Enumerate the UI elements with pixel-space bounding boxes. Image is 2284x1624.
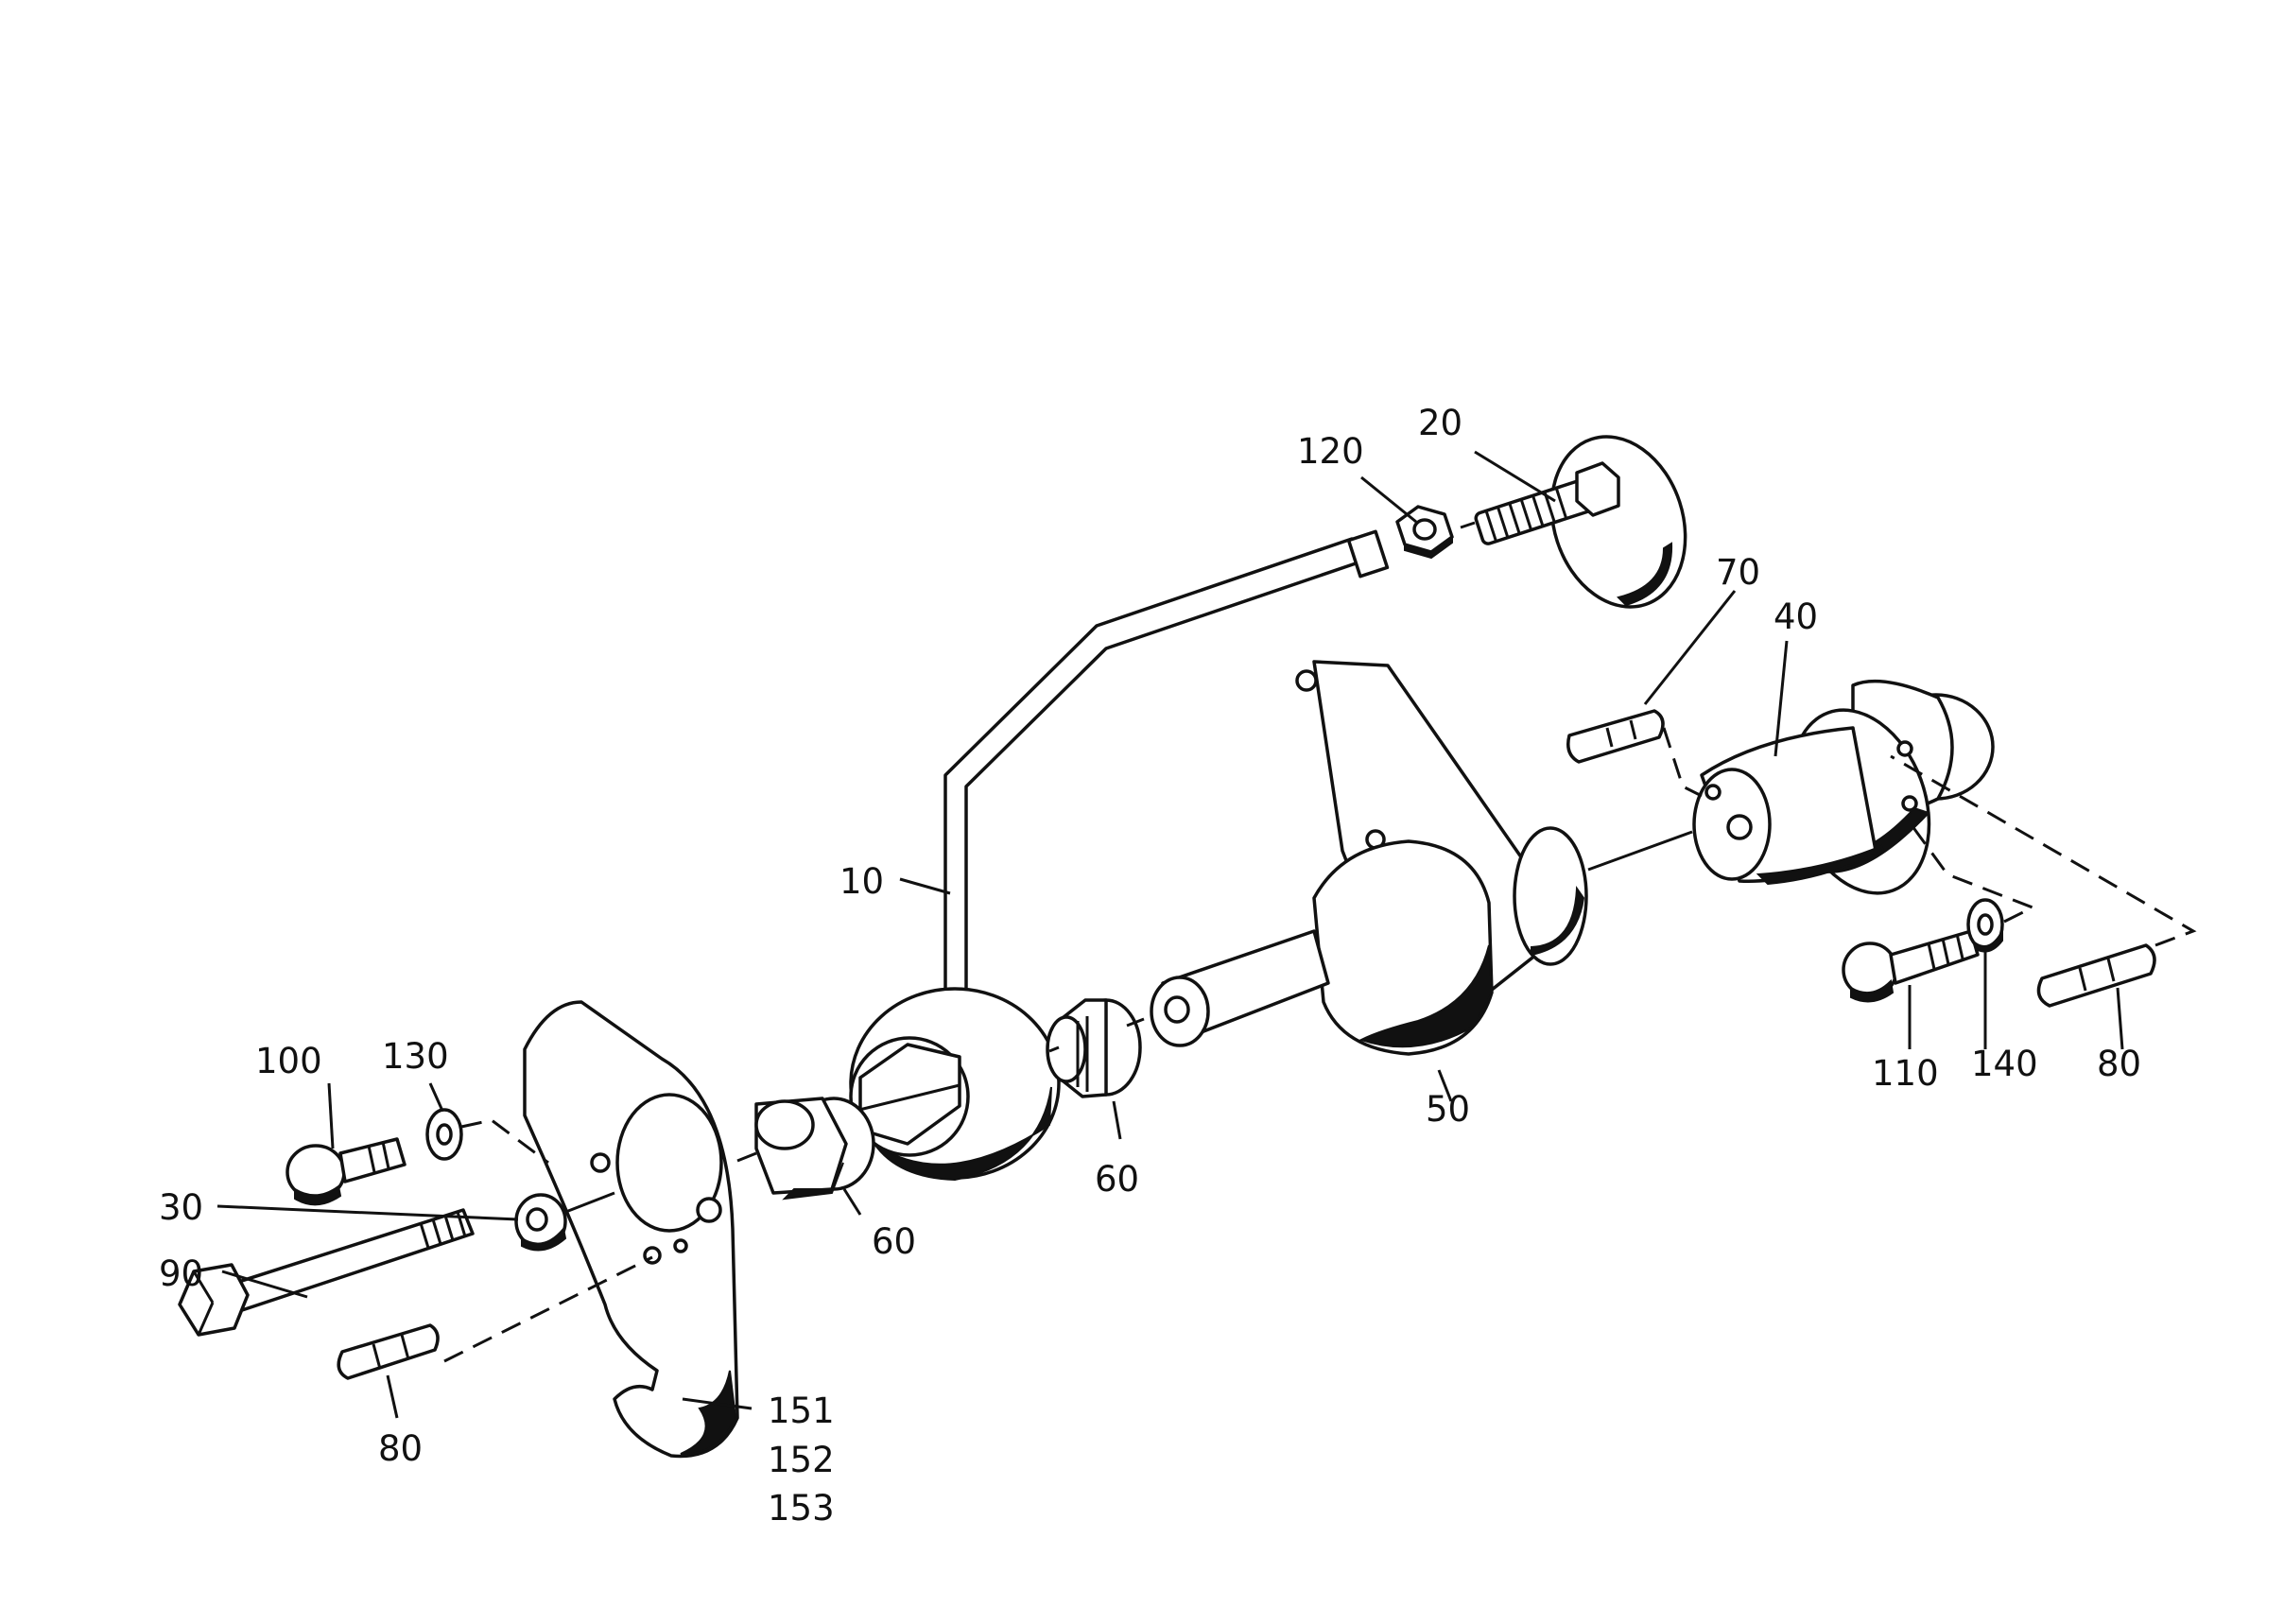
part-70-pin — [1566, 709, 1665, 764]
callout-152: 152 — [768, 1440, 835, 1480]
part-90-bolt — [178, 1208, 475, 1337]
part-80-pin-left — [337, 1323, 440, 1380]
callout-30: 30 — [159, 1187, 203, 1228]
part-30-washer — [514, 1193, 567, 1252]
part-100-screw — [286, 1137, 407, 1206]
part-140-washer — [1966, 898, 2004, 953]
callout-50: 50 — [1426, 1089, 1470, 1130]
part-60-sleeve-right — [1046, 998, 1142, 1098]
callout-130: 130 — [382, 1036, 449, 1077]
part-40-bushing — [1692, 679, 1995, 895]
assembly-lines — [443, 521, 2197, 1363]
callout-90: 90 — [159, 1253, 203, 1294]
callout-120: 120 — [1297, 431, 1364, 472]
part-110-screw — [1842, 929, 1980, 1003]
callout-153: 153 — [768, 1488, 835, 1529]
callout-110: 110 — [1872, 1053, 1939, 1094]
callout-60b: 60 — [872, 1221, 916, 1262]
part-151-plate — [523, 1000, 739, 1459]
callout-80-left: 80 — [378, 1428, 423, 1469]
part-10-lever — [849, 529, 1390, 1182]
callout-151: 151 — [768, 1391, 835, 1431]
part-130-washer — [425, 1108, 463, 1161]
callout-20: 20 — [1418, 403, 1462, 443]
leader-lines — [216, 450, 2124, 1419]
callout-40: 40 — [1774, 596, 1818, 637]
callout-10: 10 — [839, 861, 884, 902]
callout-60a: 60 — [1095, 1159, 1139, 1200]
callout-100: 100 — [255, 1041, 322, 1081]
part-20-knob — [1474, 435, 1687, 609]
callout-80-right: 80 — [2097, 1044, 2141, 1084]
part-50-body — [1150, 660, 1588, 1056]
part-80-pin-right — [2036, 943, 2156, 1008]
callout-140: 140 — [1971, 1044, 2038, 1084]
part-60-sleeve-left — [754, 1097, 875, 1201]
callout-70: 70 — [1716, 552, 1760, 593]
callouts: 10 20 30 40 50 60 60 70 80 80 90 100 110… — [159, 403, 2141, 1529]
